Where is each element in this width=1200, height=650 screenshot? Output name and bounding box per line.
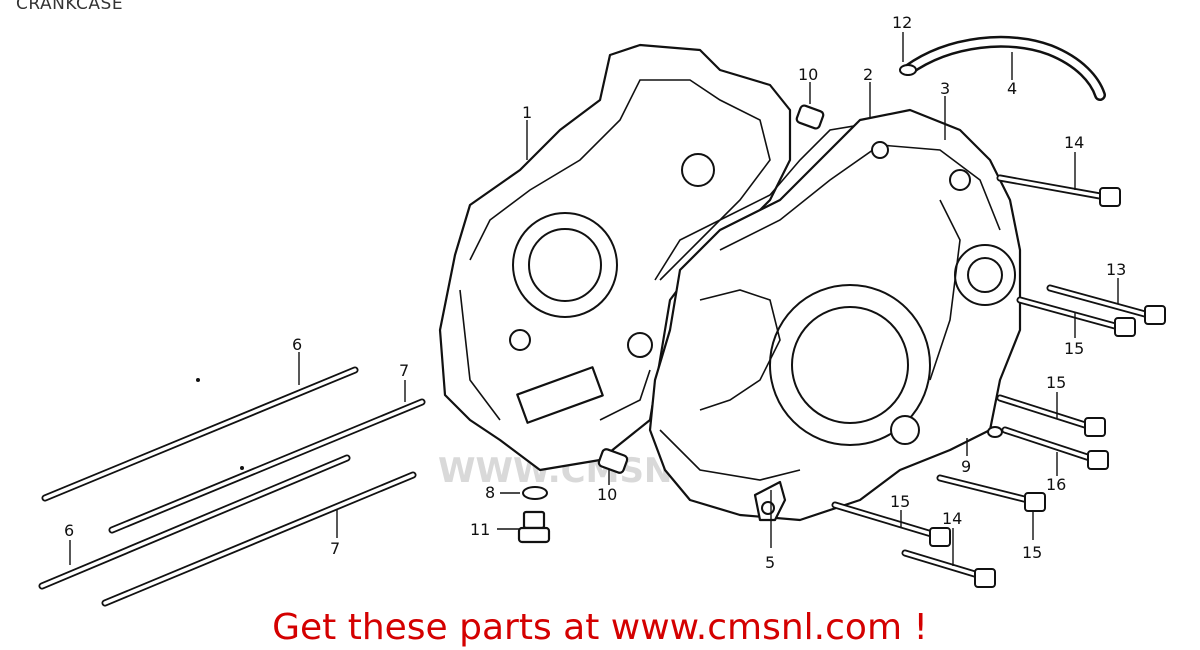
flange-bolt-15-middle	[996, 394, 1106, 437]
flange-bolt-14-upper	[996, 174, 1121, 207]
callout-label: 1	[522, 103, 532, 122]
callout-label: 15	[1022, 543, 1042, 562]
leader-lines	[69, 32, 1119, 566]
callout-label: 5	[765, 553, 775, 572]
sealing-washer	[987, 426, 1003, 438]
callout-label: 14	[1064, 133, 1084, 152]
flange-bolt-13	[1046, 284, 1166, 325]
callout-label: 15	[890, 492, 910, 511]
callout-label: 15	[1046, 373, 1066, 392]
callout-label: 7	[399, 361, 409, 380]
callout-label: 3	[940, 79, 950, 98]
callout-label: 2	[863, 65, 873, 84]
callout-label: 8	[485, 483, 495, 502]
stud-bolt-7-lower	[101, 471, 417, 607]
diagram-title: CRANKCASE	[16, 0, 124, 14]
crankcase-exploded-diagram: WWW.CMSNL.COM	[38, 13, 1166, 607]
callout-label: 13	[1106, 260, 1126, 279]
callout-label: 6	[64, 521, 74, 540]
dowel-pin-upper	[795, 104, 825, 130]
callout-label: 16	[1046, 475, 1066, 494]
left-crankcase-half	[438, 43, 792, 472]
promo-link[interactable]: Get these parts at www.cmsnl.com !	[272, 607, 928, 648]
flange-bolt-14-lower	[901, 549, 996, 588]
callout-label: 14	[942, 509, 962, 528]
washer	[522, 486, 548, 500]
callout-label: 15	[1064, 339, 1084, 358]
callout-label: 6	[292, 335, 302, 354]
flange-bolt-16	[1001, 426, 1109, 470]
small-mark	[196, 378, 200, 382]
breather-tube	[899, 35, 1106, 101]
callout-label: 10	[798, 65, 818, 84]
callout-labels: 1 2 3 4 5 6 6 7 7 8 9 10 10 11 12 13 14 …	[64, 13, 1126, 572]
callout-label: 7	[330, 539, 340, 558]
stud-bolt-6-lower	[38, 454, 351, 590]
drain-bolt	[517, 510, 551, 544]
flange-bolt-15-right	[1016, 296, 1136, 337]
callout-label: 4	[1007, 79, 1017, 98]
right-crankcase-half	[648, 108, 1022, 522]
small-mark	[240, 466, 244, 470]
flange-bolt-15-bottom	[831, 501, 951, 547]
flange-bolt-15-lower-right	[936, 474, 1046, 512]
callout-label: 9	[961, 457, 971, 476]
stud-bolt-6-upper	[41, 366, 359, 502]
callout-label: 11	[470, 520, 490, 539]
dowel-pin-lower	[597, 448, 629, 474]
tube-clip	[899, 64, 917, 76]
callout-label: 10	[597, 485, 617, 504]
callout-label: 12	[892, 13, 912, 32]
stud-bolt-7-upper	[108, 398, 426, 534]
